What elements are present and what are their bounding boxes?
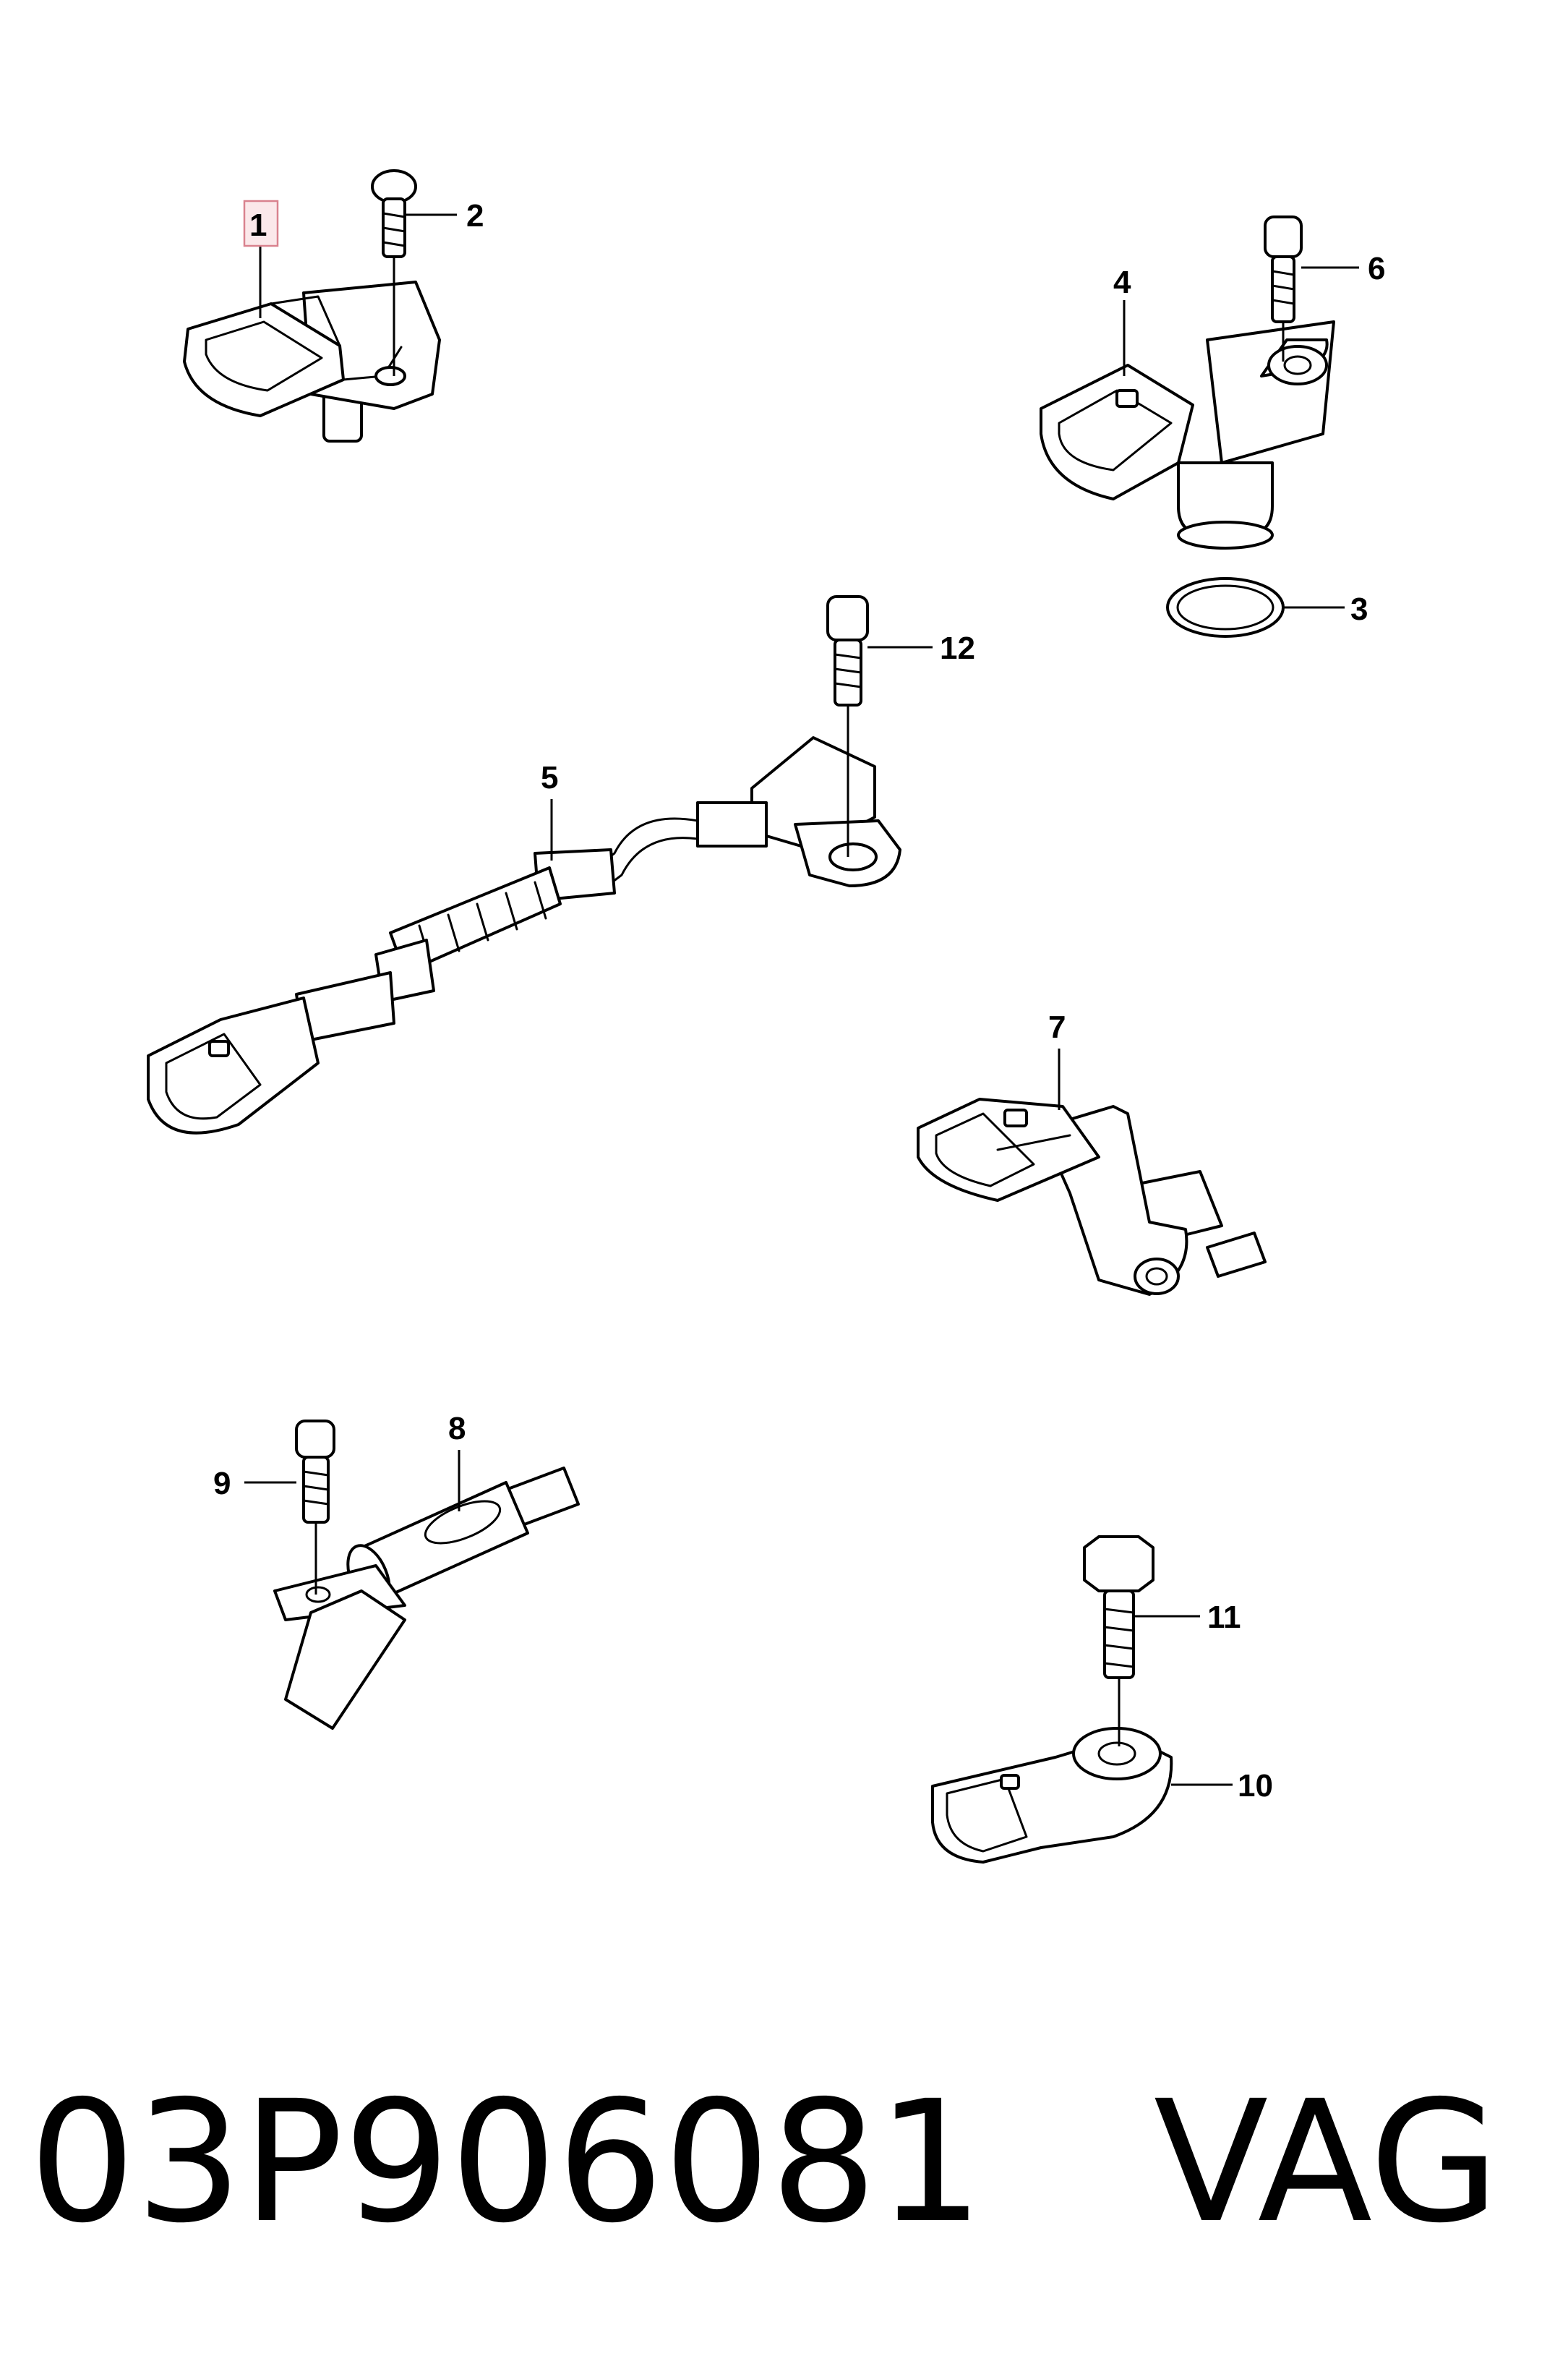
part-4-sensor[interactable] bbox=[1040, 320, 1335, 550]
callout-5[interactable]: 5 bbox=[541, 760, 558, 795]
callout-9[interactable]: 9 bbox=[213, 1466, 231, 1501]
callout-4[interactable]: 4 bbox=[1113, 265, 1131, 300]
callout-6[interactable]: 6 bbox=[1368, 251, 1385, 286]
callout-11[interactable]: 11 bbox=[1207, 1600, 1241, 1635]
bolt-6[interactable] bbox=[1264, 215, 1303, 362]
bolt-12[interactable] bbox=[826, 595, 869, 857]
bolt-11[interactable] bbox=[1083, 1535, 1154, 1746]
bolt-9[interactable] bbox=[295, 1420, 335, 1595]
bolt-2[interactable] bbox=[371, 169, 417, 376]
callout-1[interactable]: 1 bbox=[249, 208, 267, 243]
part-10-sensor[interactable] bbox=[931, 1727, 1173, 1864]
part-7-bracket-sensor[interactable] bbox=[917, 1098, 1267, 1296]
part-8-sensor[interactable] bbox=[273, 1467, 580, 1730]
callout-highlight-box bbox=[243, 200, 279, 247]
brand-name: VAG bbox=[1153, 2065, 1500, 2260]
callout-10[interactable]: 10 bbox=[1238, 1768, 1273, 1804]
callout-8[interactable]: 8 bbox=[448, 1411, 466, 1446]
oring-3[interactable] bbox=[1166, 577, 1285, 638]
part-1-sensor[interactable] bbox=[183, 281, 441, 443]
callout-2[interactable]: 2 bbox=[466, 198, 484, 234]
part-number: 03P906081 bbox=[29, 2065, 984, 2260]
callout-3[interactable]: 3 bbox=[1350, 592, 1368, 627]
part-5-cable-sensor[interactable] bbox=[147, 736, 901, 1135]
footer-caption: 03P906081 VAG bbox=[29, 2061, 1547, 2263]
callout-12[interactable]: 12 bbox=[940, 631, 975, 666]
callout-7[interactable]: 7 bbox=[1048, 1010, 1066, 1045]
callout-labels: 1 2 3 4 5 6 7 8 9 10 11 12 bbox=[213, 198, 1385, 1804]
exploded-parts-diagram: 1 2 3 4 5 6 7 8 9 10 11 12 bbox=[147, 169, 1385, 1864]
leader-lines bbox=[244, 213, 1359, 1786]
